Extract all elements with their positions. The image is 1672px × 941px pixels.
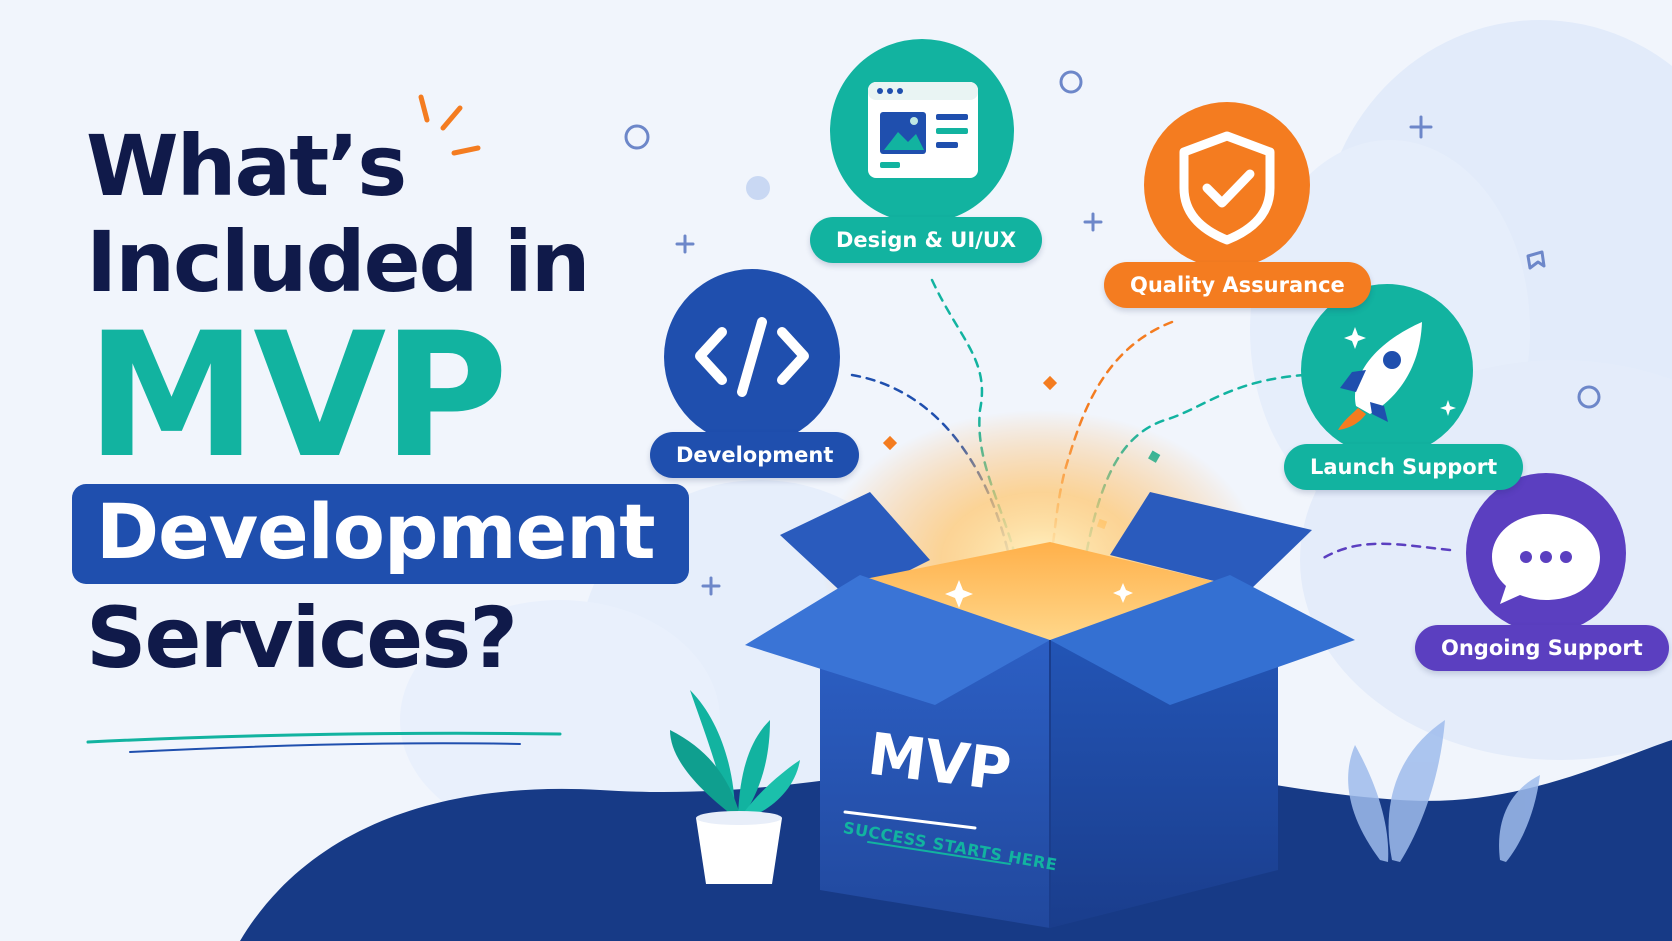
ongoing-icon-badge [1466,473,1626,633]
code-icon [695,317,809,397]
decor-dot [746,176,770,200]
headline-line-1: What’s [86,117,407,215]
box-sparkles [945,580,1133,608]
decor-plus [675,115,1433,596]
service-label-launch: Launch Support [1284,444,1524,490]
shield-check-icon [1179,131,1275,245]
mvp-box [745,492,1355,928]
launch-icon-badge [1301,284,1473,456]
underline-swoosh [86,731,562,753]
headline-services: Services? [86,589,518,687]
headline-mvp: MVP [86,295,508,496]
qa-icon-badge [1144,102,1310,268]
decor-star [1526,250,1546,270]
browser-image-icon [868,82,978,178]
plant [670,690,800,884]
development-icon-badge [664,269,840,445]
service-label-ongoing: Ongoing Support [1415,625,1669,671]
chat-bubble-icon [1492,514,1600,604]
foliage [1348,720,1540,862]
headline-line-2: Included in [86,213,591,311]
rocket-icon [1338,322,1456,430]
headline-development-pill: Development [72,484,689,584]
service-label-development: Development [650,432,860,478]
design-icon-badge [830,39,1014,223]
headline: What’s Included in MVP Development Servi… [72,117,689,687]
service-label-design: Design & UI/UX [810,217,1043,263]
service-label-qa: Quality Assurance [1104,262,1371,308]
spark-lines [418,94,481,156]
decor-circles [624,70,1601,409]
